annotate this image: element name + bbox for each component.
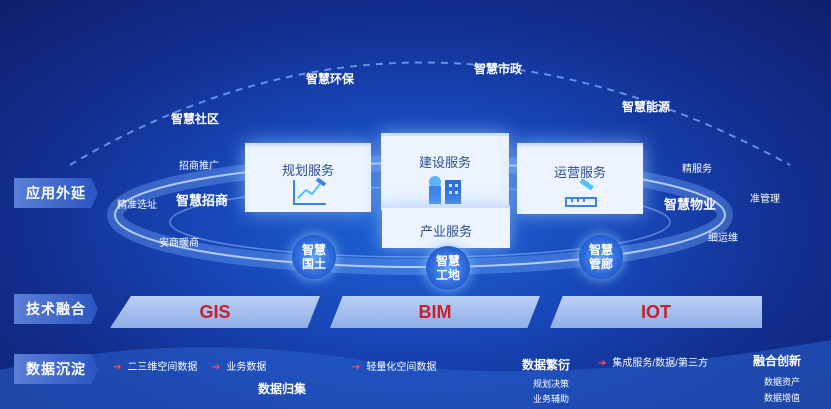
data-item-business: ➔ 业务数据 bbox=[212, 358, 266, 373]
badge-smart-corridor: 智慧管廊 bbox=[579, 235, 623, 279]
label-fine-service: 精服务 bbox=[682, 164, 712, 175]
label-smart-environment: 智慧环保 bbox=[306, 72, 355, 86]
data-item-integration: ➔ 集成服务/数据/第三方 bbox=[598, 354, 708, 369]
card-planning-title: 规划服务 bbox=[281, 163, 334, 178]
layer-label-technology: 技术融合 bbox=[14, 294, 98, 324]
label-smart-municipal: 智慧市政 bbox=[474, 62, 523, 76]
label-business-care: 安商暖商 bbox=[159, 238, 199, 249]
card-industry-service: 产业服务 bbox=[382, 205, 510, 248]
label-fine-operation: 细运维 bbox=[708, 233, 738, 244]
badge-corridor-line1: 智慧 bbox=[588, 243, 613, 257]
badge-site-line1: 智慧 bbox=[435, 254, 460, 268]
badge-land-line2: 国土 bbox=[301, 257, 326, 271]
building-icon bbox=[429, 176, 461, 204]
card-construction-title: 建设服务 bbox=[418, 155, 471, 170]
data-integration-label: 集成服务/数据/第三方 bbox=[612, 358, 708, 369]
badge-smart-land: 智慧国土 bbox=[292, 235, 336, 279]
arrow-icon: ➔ bbox=[352, 362, 361, 373]
data-lightweight-label: 轻量化空间数据 bbox=[366, 362, 437, 373]
data-aggregation-label: 数据归集 bbox=[258, 382, 307, 396]
data-business-label: 业务数据 bbox=[226, 362, 267, 373]
label-precise-site-selection: 精准选址 bbox=[117, 200, 157, 211]
data-item-lightweight: ➔ 轻量化空间数据 bbox=[352, 358, 436, 373]
chart-pen-icon bbox=[293, 177, 327, 205]
label-smart-investment: 智慧招商 bbox=[176, 193, 229, 208]
badge-land-line1: 智慧 bbox=[301, 243, 326, 257]
label-smart-property: 智慧物业 bbox=[664, 197, 717, 212]
card-industry-title: 产业服务 bbox=[419, 224, 472, 239]
data-spatial-3d-label: 二三维空间数据 bbox=[127, 362, 198, 373]
data-business-assist-label: 业务辅助 bbox=[533, 394, 570, 404]
arrow-icon: ➔ bbox=[598, 358, 607, 369]
card-construction-service: 建设服务 bbox=[381, 133, 509, 210]
platform-gis: GIS bbox=[110, 296, 320, 328]
label-smart-energy: 智慧能源 bbox=[622, 100, 671, 114]
layer-label-data: 数据沉淀 bbox=[14, 354, 98, 384]
label-precise-management: 准管理 bbox=[750, 194, 780, 205]
ruler-pen-icon bbox=[565, 178, 597, 207]
data-planning-decision-label: 规划决策 bbox=[533, 379, 570, 389]
arrow-icon: ➔ bbox=[212, 362, 221, 373]
data-appreciation-label: 数据增值 bbox=[764, 393, 801, 403]
platform-bim: BIM bbox=[330, 296, 540, 328]
data-innovation-label: 融合创新 bbox=[753, 354, 802, 368]
card-planning-service: 规划服务 bbox=[245, 143, 371, 212]
label-investment-promotion: 招商推广 bbox=[179, 161, 219, 172]
card-operation-service: 运营服务 bbox=[517, 143, 643, 214]
data-prosperity-label: 数据繁衍 bbox=[522, 358, 571, 372]
arrow-icon: ➔ bbox=[113, 362, 122, 373]
badge-site-line2: 工地 bbox=[435, 268, 460, 282]
data-assets-label: 数据资产 bbox=[764, 377, 801, 387]
platform-iot: IOT bbox=[550, 296, 762, 328]
badge-smart-site: 智慧工地 bbox=[426, 246, 470, 290]
card-operation-title: 运营服务 bbox=[553, 165, 606, 180]
badge-corridor-line2: 管廊 bbox=[588, 257, 613, 271]
layer-label-application: 应用外延 bbox=[14, 178, 98, 208]
label-smart-community: 智慧社区 bbox=[171, 112, 220, 126]
data-item-spatial-3d: ➔ 二三维空间数据 bbox=[113, 358, 197, 373]
